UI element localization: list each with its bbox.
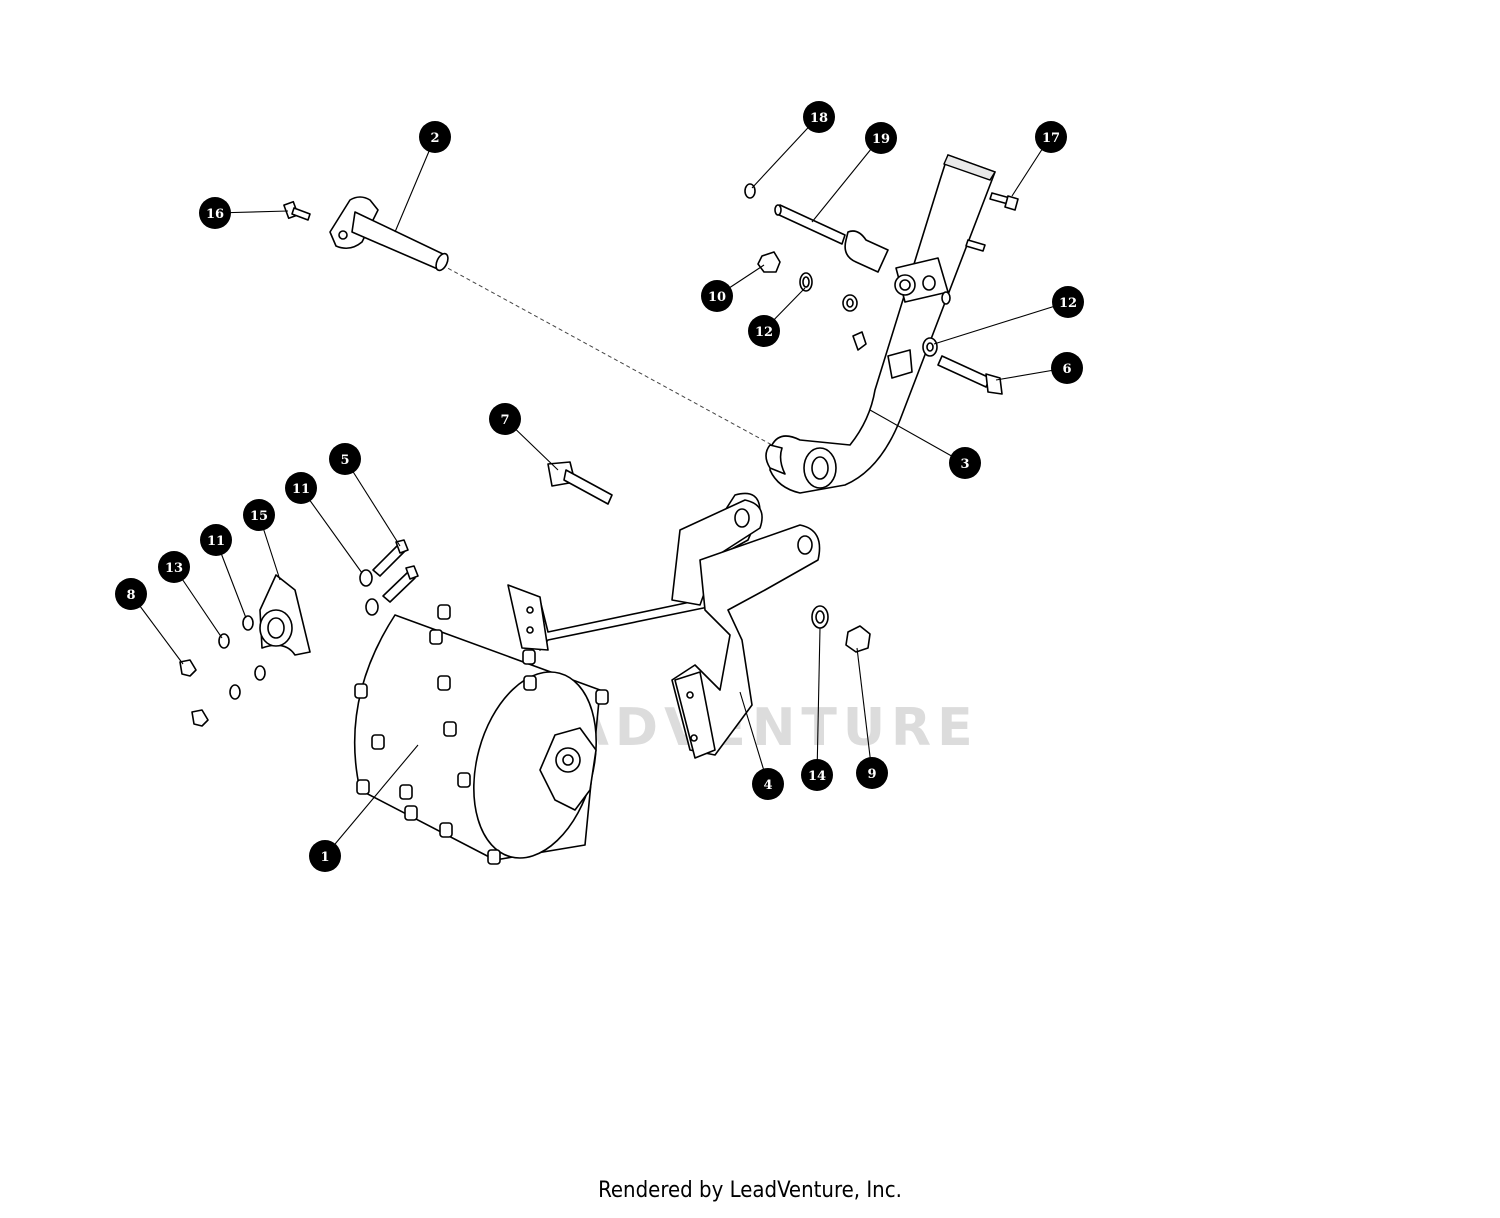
callout-8: 8 [115,578,147,610]
callout-2-label: 2 [430,131,439,146]
callout-16-label: 16 [206,207,224,222]
callout-7-label: 7 [500,413,509,428]
bolt-6-part [937,355,1003,395]
callout-10: 10 [701,280,733,312]
callout-12b: 12 [1052,286,1084,318]
callout-11a-label: 11 [292,482,310,497]
nut-9-part [845,625,871,653]
nut-10-part [757,251,781,273]
callout-15-label: 15 [250,509,268,524]
callout-5: 5 [329,443,361,475]
callout-13-label: 13 [165,561,183,576]
callout-17-label: 17 [1042,131,1060,146]
callout-8-label: 8 [126,588,135,603]
callout-12b-label: 12 [1059,296,1077,311]
callout-9: 9 [856,757,888,789]
callout-11a: 11 [285,472,317,504]
callout-11b: 11 [200,524,232,556]
callout-1-label: 1 [320,850,329,865]
callout-10-label: 10 [708,290,726,305]
callout-9-label: 9 [867,767,876,782]
callout-13: 13 [158,551,190,583]
callout-4-label: 4 [763,778,772,793]
bolts-5-part [372,539,419,603]
callout-14: 14 [801,759,833,791]
callout-5-label: 5 [340,453,349,468]
callout-1: 1 [309,840,341,872]
callout-15: 15 [243,499,275,531]
callout-19-label: 19 [872,132,890,147]
callout-7: 7 [489,403,521,435]
callout-18: 18 [803,101,835,133]
callout-3: 3 [949,447,981,479]
callout-4: 4 [752,768,784,800]
callout-19: 19 [865,122,897,154]
frame-bracket-part [507,492,821,759]
bolt-small-part [283,200,311,221]
callout-12a-label: 12 [755,325,773,340]
bolt-17-part [965,192,1019,252]
arm-part [765,154,997,494]
callout-14-label: 14 [808,769,826,784]
long-pin-part [774,204,889,273]
callout-2: 2 [419,121,451,153]
callout-6: 6 [1051,352,1083,384]
bearing-part [259,574,311,656]
callout-12a: 12 [748,315,780,347]
callout-17: 17 [1035,121,1067,153]
callout-11b-label: 11 [207,534,225,549]
callout-16: 16 [199,197,231,229]
callout-6-label: 6 [1062,362,1071,377]
callout-18-label: 18 [810,111,828,126]
bolt-7-part [547,461,613,505]
pin-part [329,196,449,272]
rendered-by-footer: Rendered by LeadVenture, Inc. [598,1178,902,1203]
drum-part [353,604,609,865]
callout-3-label: 3 [960,457,969,472]
